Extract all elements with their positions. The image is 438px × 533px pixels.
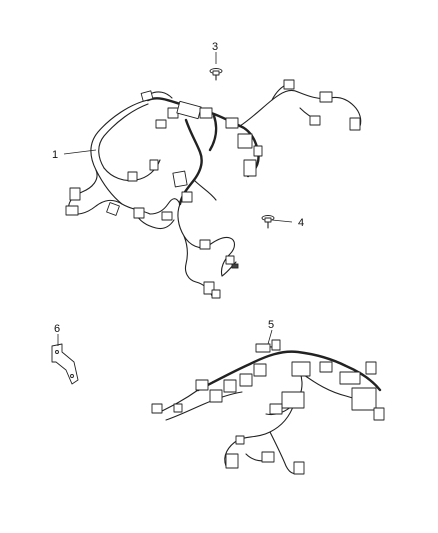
leader-1 [63, 149, 97, 155]
callout-5: 5 [268, 319, 274, 331]
callout-6: 6 [54, 323, 60, 335]
engine-wiring-harness[interactable] [65, 79, 362, 299]
screw-4[interactable] [261, 215, 275, 229]
callout-3: 3 [212, 41, 218, 53]
callout-1: 1 [52, 149, 58, 161]
callout-4: 4 [298, 217, 304, 229]
injector-wiring-harness[interactable] [151, 339, 385, 475]
screw-3[interactable] [209, 68, 223, 81]
leader-4 [271, 219, 293, 223]
leader-5 [267, 329, 273, 345]
bracket-6[interactable] [51, 343, 79, 385]
